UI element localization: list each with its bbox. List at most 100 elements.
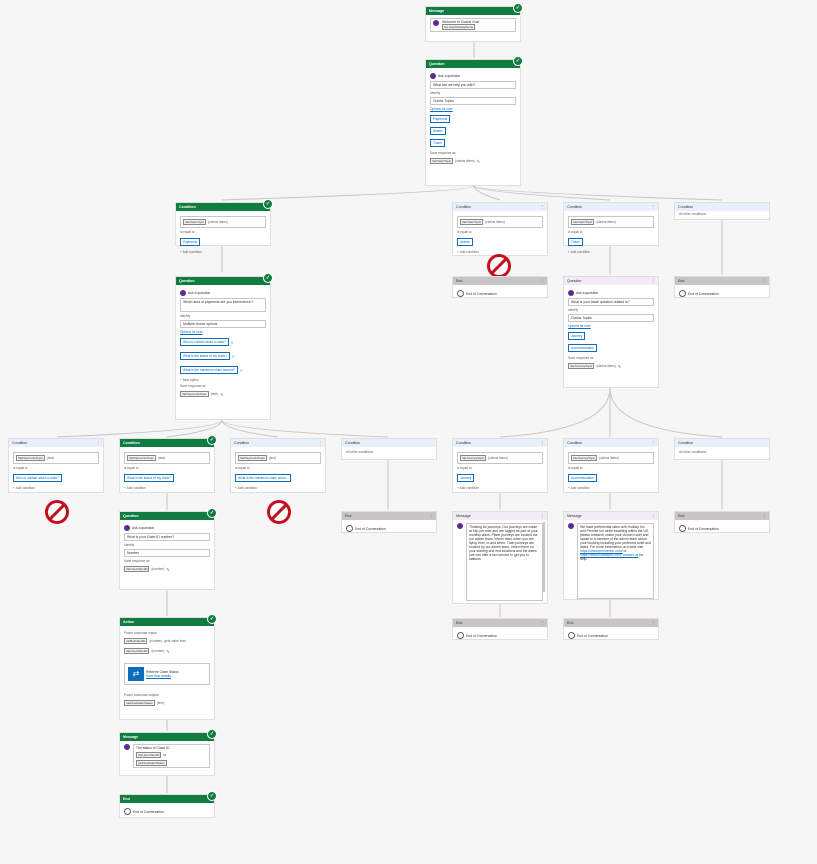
add-condition-button[interactable]: + Add condition — [457, 486, 479, 490]
more-icon[interactable]: ⋮ — [540, 279, 544, 283]
question-node-travel[interactable]: Question⋮ Ask a question What is your tr… — [563, 276, 659, 388]
edit-icon[interactable]: ✎ — [220, 391, 224, 397]
more-icon[interactable]: ⋮ — [318, 441, 322, 445]
condition-node-travel[interactable]: Condition⋮ VarClaimTopic(claims items) i… — [563, 202, 659, 254]
edit-icon[interactable]: ✎ — [166, 566, 170, 572]
check-icon: ✓ — [207, 435, 217, 445]
end-node-all-other[interactable]: End⋮ End of Conversation — [674, 276, 770, 298]
save-variable-chip[interactable]: VarClaimTopic — [430, 158, 454, 164]
message-bubble[interactable]: Thinking for journeys: Our journeys are … — [466, 523, 543, 601]
more-icon[interactable]: ⋮ — [540, 441, 544, 445]
more-icon[interactable]: ⋮ — [762, 279, 766, 283]
more-icon[interactable]: ⋮ — [762, 514, 766, 518]
condition-node-contact[interactable]: Condition⋮ VarPaymentsTopic(text) is equ… — [8, 438, 104, 493]
condition-node-journey[interactable]: Condition⋮ VarJourneyTopic(claims items)… — [452, 438, 548, 493]
drag-icon[interactable]: ≡ — [232, 353, 235, 359]
check-icon: ✓ — [513, 56, 523, 66]
end-icon — [457, 632, 464, 639]
node-header: Message✓ — [426, 3, 523, 15]
end-node-assets[interactable]: End⋮ End of Conversation — [452, 276, 548, 298]
condition-node-all-other[interactable]: Condition All other conditions — [674, 202, 770, 220]
more-icon[interactable]: ⋮ — [651, 441, 655, 445]
bot-icon — [568, 290, 574, 296]
drag-icon[interactable]: ≡ — [230, 339, 234, 345]
more-icon[interactable]: ⋮ — [540, 621, 544, 625]
end-icon — [679, 290, 686, 297]
identify-select[interactable]: Number — [124, 549, 210, 557]
more-icon[interactable]: ⋮ — [651, 205, 655, 209]
scrollbar[interactable] — [543, 522, 545, 592]
question-node-claim-id[interactable]: Question✓ Ask a question What is your Cl… — [119, 508, 217, 590]
add-condition-button[interactable]: + Add condition — [180, 250, 202, 254]
end-icon — [568, 632, 575, 639]
condition-node-all-other-payments[interactable]: Condition All other conditions — [341, 438, 437, 460]
check-icon: ✓ — [263, 273, 273, 283]
condition-node-accommodation[interactable]: Condition⋮ VarJourneyTopic(claims items)… — [563, 438, 659, 493]
option-assets[interactable]: Assets — [430, 127, 446, 135]
condition-node-maximum[interactable]: Condition⋮ VarPaymentsTopic(text) is equ… — [230, 438, 326, 493]
bot-icon — [124, 744, 130, 750]
action-node[interactable]: Action✓ Power Automate inputs varBotClai… — [119, 614, 217, 720]
identify-select[interactable]: Claims Topics — [568, 314, 654, 322]
premierinn-link[interactable]: https://www.premierinn.com/ — [580, 549, 623, 553]
variable-chip[interactable]: bot.UserDisplayName — [442, 24, 476, 30]
more-icon[interactable]: ⋮ — [651, 621, 655, 625]
drag-icon[interactable]: ≡ — [240, 367, 243, 373]
question-node-payments[interactable]: Question✓ Ask a question Which area of p… — [175, 273, 273, 420]
add-condition-button[interactable]: + Add condition — [13, 486, 35, 490]
check-icon: ✓ — [207, 729, 217, 739]
edit-icon[interactable]: ✎ — [617, 363, 622, 369]
option-travel[interactable]: Travel — [430, 139, 445, 147]
message-node-journey[interactable]: Message⋮ Thinking for journeys: Our jour… — [452, 511, 548, 604]
check-icon: ✓ — [513, 3, 523, 13]
bot-icon — [180, 290, 186, 296]
end-icon — [457, 290, 464, 297]
edit-icon[interactable]: ✎ — [166, 648, 170, 654]
condition-node-all-other-travel[interactable]: Condition All other conditions — [674, 438, 770, 460]
condition-node-status[interactable]: Condition✓ VarPaymentsTopic(text) is equ… — [119, 435, 217, 493]
more-icon[interactable]: ⋮ — [429, 514, 433, 518]
identify-select[interactable]: Multiple choice options — [180, 320, 266, 328]
message-bubble[interactable]: We have preferential rates with Holiday … — [577, 523, 654, 599]
end-node-payments-other[interactable]: End⋮ End of Conversation — [341, 511, 437, 533]
more-icon[interactable]: ⋮ — [540, 205, 544, 209]
question-node-topics[interactable]: Question⋮✓ Ask a question What can we he… — [425, 56, 523, 186]
check-icon: ✓ — [263, 199, 273, 209]
add-condition-button[interactable]: + Add condition — [568, 486, 590, 490]
holidayinn-link[interactable]: https://www.holidayinn.com/ contact us — [580, 553, 639, 557]
question-prompt-field[interactable]: What is your travel question related to? — [568, 298, 654, 306]
identify-select[interactable]: Claims Topics — [430, 97, 516, 105]
more-icon[interactable]: ⋮ — [540, 514, 544, 518]
message-node-accommodation[interactable]: Message⋮ We have preferential rates with… — [563, 511, 659, 600]
edit-icon[interactable]: ✎ — [476, 158, 481, 164]
question-prompt-field[interactable]: What can we help you with? — [430, 81, 516, 89]
end-node-accommodation[interactable]: End⋮ End of Conversation — [563, 618, 659, 640]
new-option-button[interactable]: + New option — [180, 378, 199, 382]
check-icon: ✓ — [207, 614, 217, 624]
end-node-final[interactable]: End✓ End of Conversation — [119, 791, 217, 818]
more-icon[interactable]: ⋮ — [96, 441, 100, 445]
view-flow-link[interactable]: View flow details — [146, 674, 172, 678]
question-prompt-field[interactable]: Which area of payments are you intereste… — [180, 298, 266, 312]
add-condition-button[interactable]: + Add condition — [457, 250, 479, 254]
message-node-status[interactable]: Message✓ The status of Claim ID VarUserC… — [119, 729, 217, 776]
end-node-journey[interactable]: End⋮ End of Conversation — [452, 618, 548, 640]
more-icon[interactable]: ⋮ — [651, 514, 655, 518]
end-icon — [679, 525, 686, 532]
end-node-travel-other[interactable]: End⋮ End of Conversation — [674, 511, 770, 533]
bot-icon — [124, 525, 130, 531]
condition-node-assets[interactable]: Condition⋮ VarClaimTopic(claims items) i… — [452, 202, 548, 256]
option-payments[interactable]: Payments — [430, 115, 451, 123]
end-icon — [346, 525, 353, 532]
question-prompt-field[interactable]: What is your Claim ID number? — [124, 533, 210, 541]
add-condition-button[interactable]: + Add condition — [235, 486, 257, 490]
add-condition-button[interactable]: + Add condition — [124, 486, 146, 490]
bot-icon — [457, 523, 463, 529]
add-condition-button[interactable]: + Add condition — [568, 250, 590, 254]
condition-node-payments[interactable]: Condition✓ VarClaimTopic(claims items) i… — [175, 199, 273, 254]
more-icon[interactable]: ⋮ — [651, 279, 655, 283]
